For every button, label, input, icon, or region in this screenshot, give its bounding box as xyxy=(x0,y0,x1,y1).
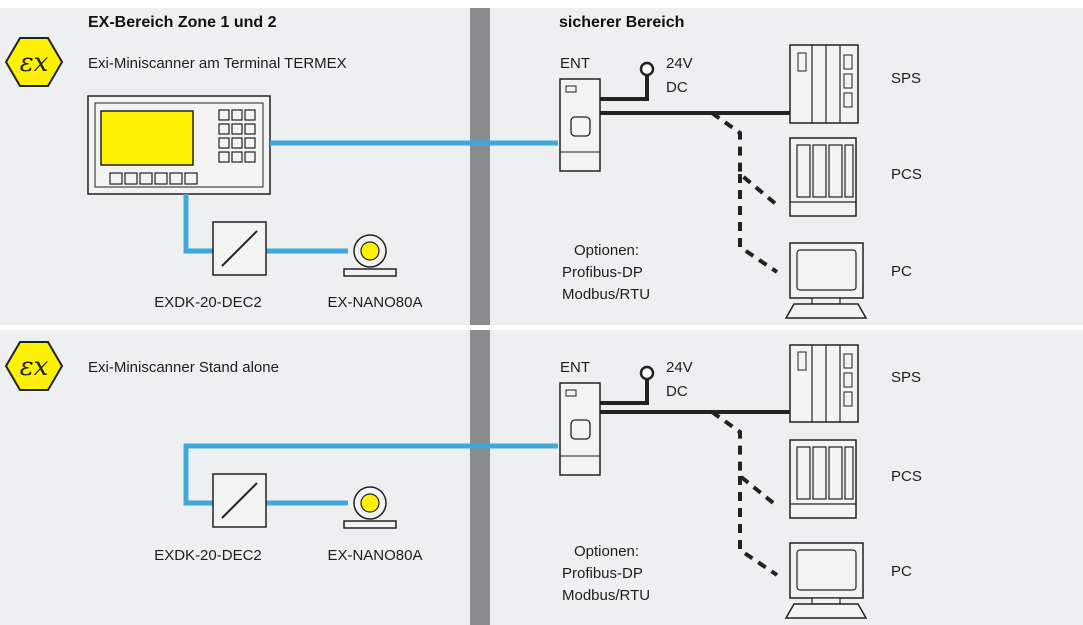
power-terminal-icon xyxy=(600,365,655,405)
svg-text:εx: εx xyxy=(20,352,49,382)
pc-label: PC xyxy=(891,563,912,580)
svg-text:εx: εx xyxy=(20,48,49,78)
pc-label: PC xyxy=(891,263,912,280)
section-standalone: εx Exi-Miniscanner Stand alone EXDK-20-D… xyxy=(4,341,922,619)
optional-bus-line xyxy=(710,410,779,577)
ent-label: ENT xyxy=(560,55,590,72)
ex-symbol-icon: εx xyxy=(4,341,64,391)
ex-zone-header: EX-Bereich Zone 1 und 2 xyxy=(88,14,277,31)
ex-symbol-icon: εx xyxy=(4,37,64,87)
converter-icon xyxy=(212,221,267,276)
plc-icon xyxy=(789,344,859,423)
converter-label: EXDK-20-DEC2 xyxy=(154,294,262,311)
optional-bus-line xyxy=(710,111,779,274)
pcs-label: PCS xyxy=(891,166,922,183)
voltage-unit-label: DC xyxy=(666,79,688,96)
ent-label: ENT xyxy=(560,359,590,376)
scanner-icon xyxy=(343,234,397,277)
power-supply-icon xyxy=(559,78,601,172)
safe-zone-header: sicherer Bereich xyxy=(559,14,684,31)
pc-icon xyxy=(784,542,868,619)
power-supply-icon xyxy=(559,382,601,476)
sps-label: SPS xyxy=(891,369,921,386)
pcs-icon xyxy=(789,137,857,217)
section-divider xyxy=(0,325,1083,330)
pc-icon xyxy=(784,242,868,319)
section-subtitle: Exi-Miniscanner Stand alone xyxy=(88,359,279,376)
converter-icon xyxy=(212,473,267,528)
options-item: Profibus-DP xyxy=(562,264,643,281)
options-title: Optionen: xyxy=(574,543,639,560)
section-terminal: εx Exi-Miniscanner am Terminal TERMEX xyxy=(4,37,922,319)
voltage-label: 24V xyxy=(666,359,693,376)
power-terminal-icon xyxy=(600,61,655,101)
options-item: Modbus/RTU xyxy=(562,286,650,303)
scanner-label: EX-NANO80A xyxy=(327,547,422,564)
converter-label: EXDK-20-DEC2 xyxy=(154,547,262,564)
plc-icon xyxy=(789,44,859,124)
pcs-label: PCS xyxy=(891,468,922,485)
voltage-unit-label: DC xyxy=(666,383,688,400)
scanner-label: EX-NANO80A xyxy=(327,294,422,311)
section-subtitle: Exi-Miniscanner am Terminal TERMEX xyxy=(88,55,347,72)
sps-label: SPS xyxy=(891,70,921,87)
options-item: Profibus-DP xyxy=(562,565,643,582)
voltage-label: 24V xyxy=(666,55,693,72)
terminal-icon xyxy=(87,95,271,195)
safe-zone-background-bottom xyxy=(490,330,1083,625)
scanner-icon xyxy=(343,486,397,529)
pcs-icon xyxy=(789,439,857,519)
signal-line xyxy=(183,140,558,254)
options-item: Modbus/RTU xyxy=(562,587,650,604)
zone-divider-bar xyxy=(470,8,490,625)
signal-line xyxy=(183,443,558,506)
options-title: Optionen: xyxy=(574,242,639,259)
